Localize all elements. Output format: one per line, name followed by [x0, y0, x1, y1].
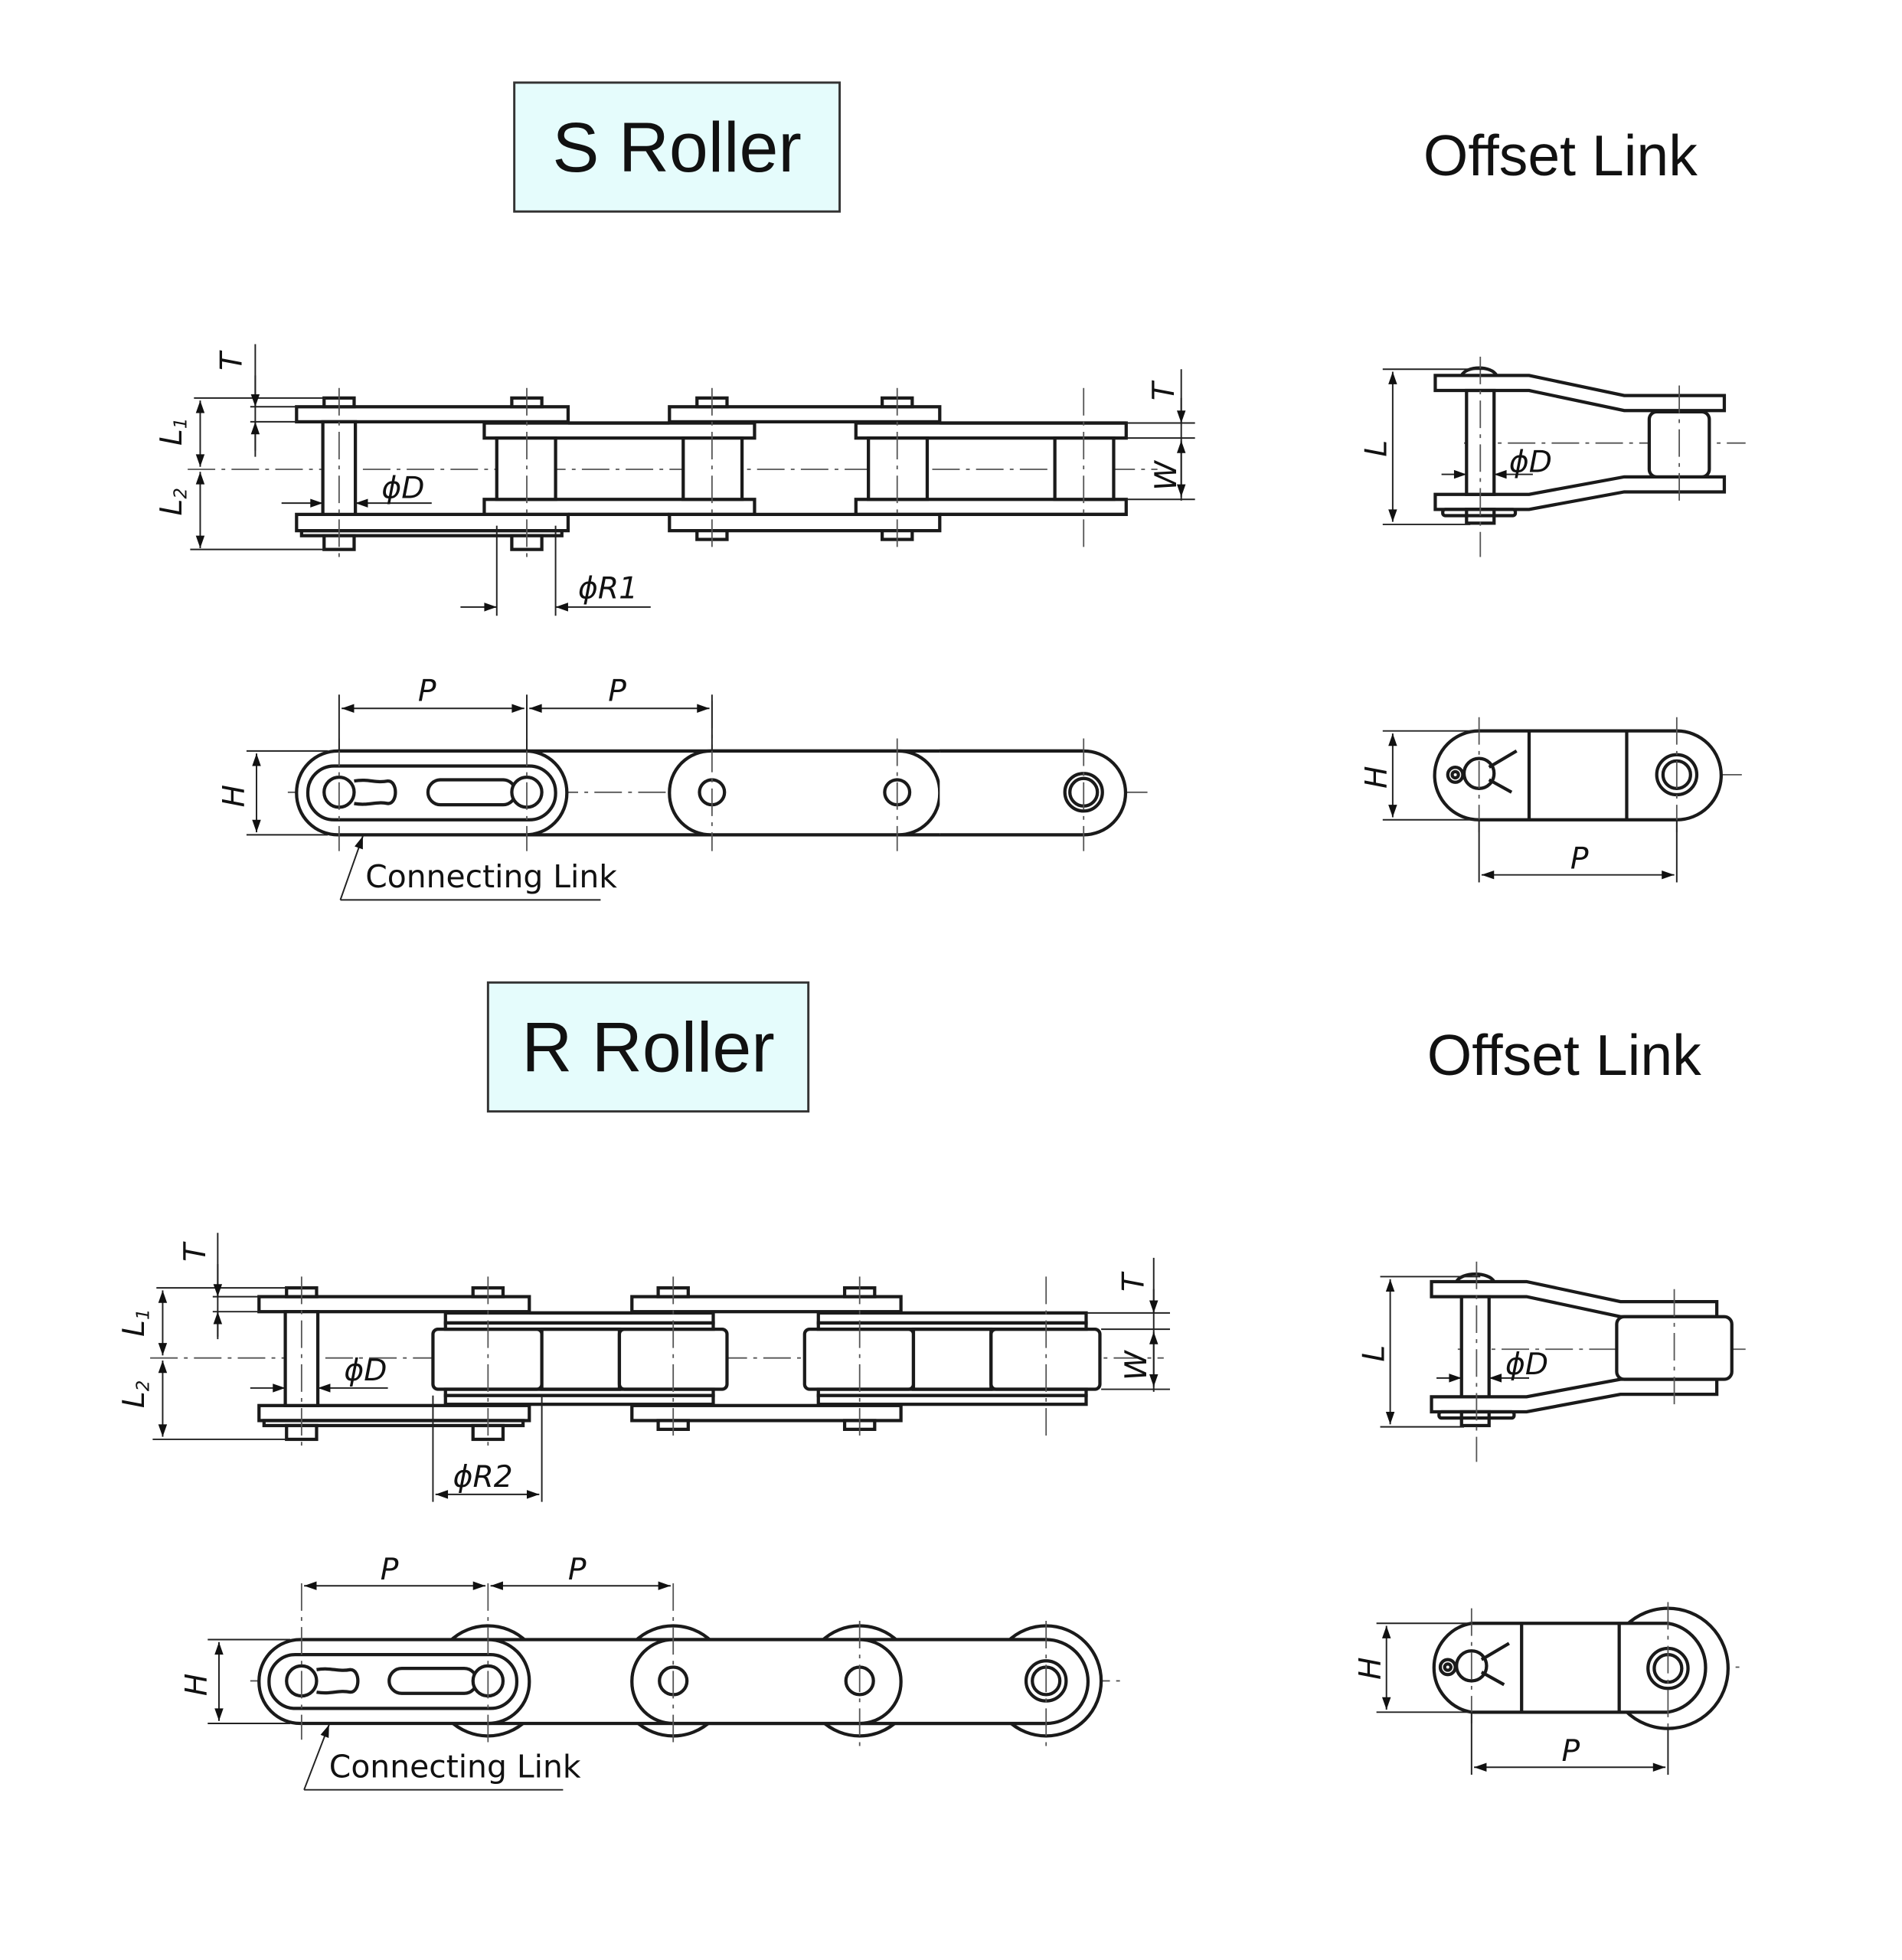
r-roller-side-view: P P H Connecting Link [180, 1553, 1126, 1791]
inner-plate [854, 421, 1128, 440]
dim-label-roller-diameter: ϕR2 [453, 1460, 513, 1494]
s-offset-link-top-view: L ϕD [1360, 356, 1746, 557]
r-roller-top-view: T L1 L2 ϕD ϕR2 T W [117, 1233, 1170, 1502]
outer-plate [668, 512, 942, 533]
dim-label-pitch-2: P [568, 1553, 587, 1587]
dim-label-t: T [178, 1241, 213, 1262]
dim-label-pitch-1: P [418, 674, 436, 708]
s-offset-link-title: Offset Link [1423, 123, 1698, 188]
dim-label-l1: L1 [155, 418, 191, 446]
s-offset-link-side-view: H P [1360, 717, 1742, 883]
dim-label-l2: L2 [117, 1380, 154, 1408]
dim-label-pin-diameter: ϕD [344, 1354, 387, 1388]
dim-label-pin-diameter: ϕD [1505, 1348, 1548, 1382]
outer-plate [668, 405, 942, 424]
outer-plate [295, 405, 570, 424]
dim-label-h: H [180, 1674, 214, 1697]
dim-label-t: T [214, 350, 249, 371]
dim-label-t-right: T [1147, 380, 1181, 400]
r-roller-title: R Roller [521, 1008, 774, 1086]
dim-label-l: L [1360, 440, 1394, 457]
inner-plate [854, 498, 1128, 517]
link-plate [630, 1638, 903, 1726]
s-roller-title: S Roller [552, 109, 801, 187]
dim-label-pitch: P [1561, 1734, 1580, 1769]
dim-label-pitch-1: P [381, 1553, 399, 1587]
inner-plate [482, 421, 757, 440]
dim-label-w: W [1119, 1350, 1154, 1380]
dim-label-h: H [1360, 766, 1394, 789]
s-roller-title-box: S Roller [513, 81, 842, 213]
dim-label-roller-diameter: ϕR1 [578, 571, 638, 606]
r-offset-link-top-view: L ϕD [1357, 1261, 1746, 1462]
dim-label-h: H [217, 785, 252, 808]
dim-label-pitch: P [1570, 842, 1589, 877]
r-roller-section: R Roller Offset Link [117, 981, 1746, 1791]
dim-label-pin-diameter: ϕD [1509, 445, 1552, 479]
s-roller-top-view: T L1 L2 ϕD ϕR1 T W [155, 344, 1195, 616]
s-roller-side-view: P P H Connecting Link [217, 674, 1152, 901]
r-roller-title-box: R Roller [486, 981, 810, 1113]
link-plate [940, 749, 1128, 837]
s-roller-section: S Roller Offset Link [155, 81, 1746, 901]
dim-label-h: H [1354, 1657, 1388, 1680]
r-offset-link-title: Offset Link [1427, 1023, 1701, 1087]
connecting-link-label: Connecting Link [365, 858, 617, 895]
connecting-link-label: Connecting Link [329, 1748, 581, 1785]
dim-label-t-right: T [1117, 1271, 1152, 1292]
dim-label-pitch-2: P [608, 674, 626, 708]
dim-label-w: W [1149, 460, 1184, 491]
dim-label-l2: L2 [155, 488, 191, 515]
r-offset-link-side-view: H P [1354, 1602, 1740, 1775]
dim-label-pin-diameter: ϕD [381, 472, 424, 506]
inner-plate [482, 498, 757, 517]
dim-label-l1: L1 [117, 1308, 154, 1336]
dim-label-l: L [1357, 1345, 1391, 1362]
